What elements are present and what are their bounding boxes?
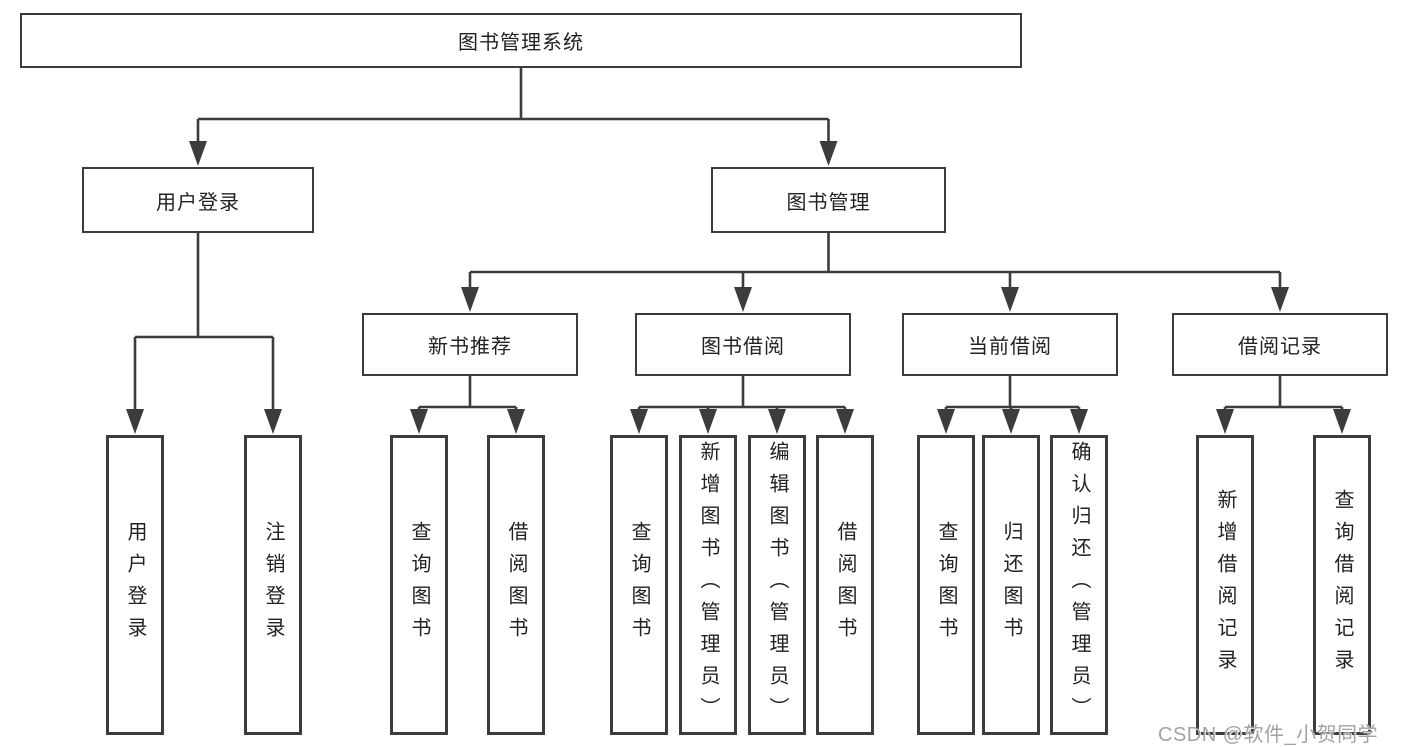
node-current-borrow-label: 当前借阅 xyxy=(968,336,1052,358)
node-br-add-record-label: 新增借阅记录 xyxy=(1214,489,1236,681)
node-leaf-user-login: 用户登录 xyxy=(106,435,164,735)
node-user-login-label: 用户登录 xyxy=(156,191,240,214)
node-root-label: 图书管理系统 xyxy=(458,32,584,54)
node-bb-query-book: 查询图书 xyxy=(610,435,668,735)
connector-root-to-level2 xyxy=(189,68,838,166)
node-nb-borrow-book: 借阅图书 xyxy=(487,435,545,735)
node-bb-add-book-label: 新增图书（管理员） xyxy=(697,441,719,729)
node-book-borrow-label: 图书借阅 xyxy=(701,336,785,358)
node-book-management: 图书管理 xyxy=(711,167,946,233)
watermark: CSDN @软件_小贺同学 xyxy=(1158,724,1379,746)
node-bb-query-book-label: 查询图书 xyxy=(628,521,650,649)
connector-new-book-recommend-to-leaves xyxy=(410,376,525,434)
node-cb-return-book-label: 归还图书 xyxy=(1000,521,1022,649)
node-book-borrow: 图书借阅 xyxy=(635,313,851,376)
node-nb-query-book-label: 查询图书 xyxy=(408,521,430,649)
connector-borrow-records-to-leaves xyxy=(1216,376,1351,434)
connector-user-login-to-leaves xyxy=(126,233,282,434)
connector-current-borrow-to-leaves xyxy=(937,376,1088,434)
node-book-management-label: 图书管理 xyxy=(786,191,871,214)
node-leaf-user-login-label: 用户登录 xyxy=(124,521,146,649)
node-current-borrow: 当前借阅 xyxy=(902,313,1118,376)
connector-book-management-to-level3 xyxy=(461,233,1289,312)
node-bb-borrow-book-label: 借阅图书 xyxy=(834,521,856,649)
node-leaf-logout-label: 注销登录 xyxy=(262,521,284,649)
node-cb-confirm-return-label: 确认归还（管理员） xyxy=(1068,441,1090,729)
node-cb-return-book: 归还图书 xyxy=(982,435,1040,735)
node-root: 图书管理系统 xyxy=(20,13,1022,68)
node-nb-borrow-book-label: 借阅图书 xyxy=(505,521,527,649)
node-bb-edit-book: 编辑图书（管理员） xyxy=(748,435,806,735)
node-cb-query-book-label: 查询图书 xyxy=(935,521,957,649)
node-nb-query-book: 查询图书 xyxy=(390,435,448,735)
node-cb-query-book: 查询图书 xyxy=(917,435,975,735)
node-new-book-recommend: 新书推荐 xyxy=(362,313,578,376)
node-br-query-record-label: 查询借阅记录 xyxy=(1331,489,1353,681)
node-bb-edit-book-label: 编辑图书（管理员） xyxy=(766,441,788,729)
node-user-login: 用户登录 xyxy=(82,167,314,233)
node-new-book-recommend-label: 新书推荐 xyxy=(428,336,512,358)
node-br-query-record: 查询借阅记录 xyxy=(1313,435,1371,735)
node-borrow-records-label: 借阅记录 xyxy=(1238,336,1322,358)
node-bb-add-book: 新增图书（管理员） xyxy=(679,435,737,735)
node-borrow-records: 借阅记录 xyxy=(1172,313,1388,376)
node-br-add-record: 新增借阅记录 xyxy=(1196,435,1254,735)
node-bb-borrow-book: 借阅图书 xyxy=(816,435,874,735)
connector-book-borrow-to-leaves xyxy=(630,376,854,434)
node-leaf-logout: 注销登录 xyxy=(244,435,302,735)
node-cb-confirm-return: 确认归还（管理员） xyxy=(1050,435,1108,735)
